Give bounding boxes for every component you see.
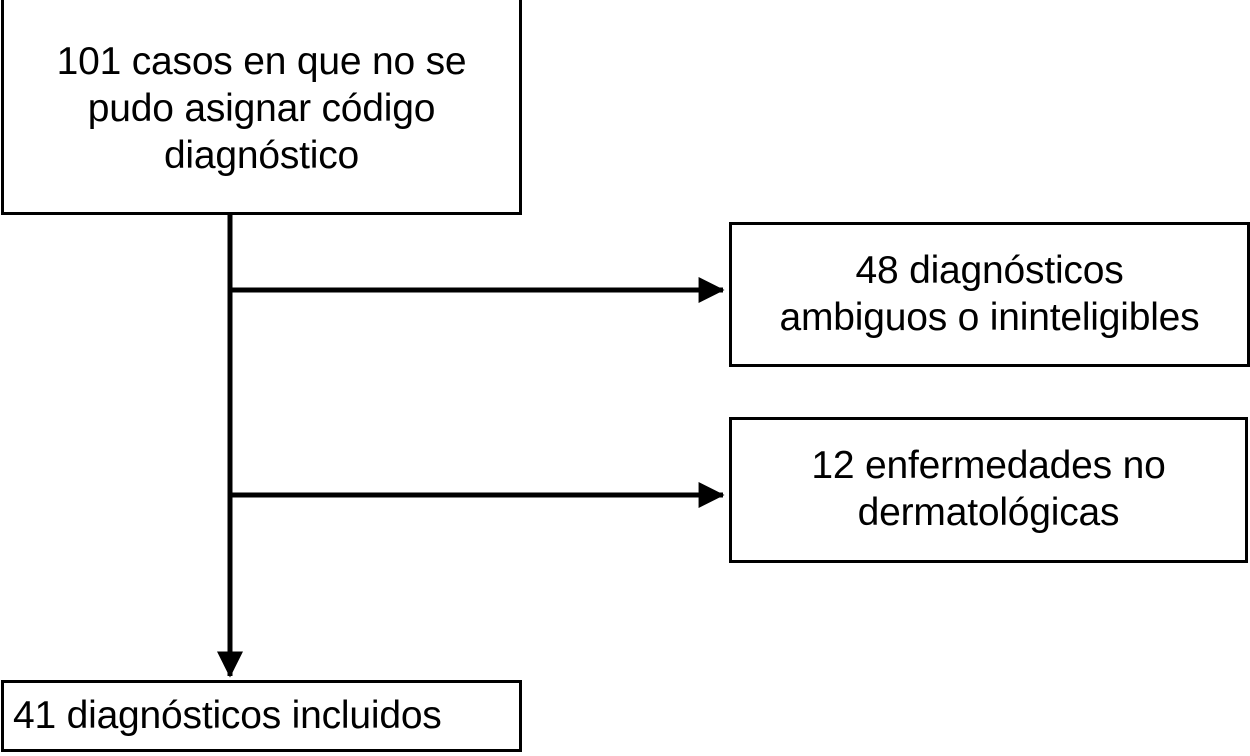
node-excluded-nondermatological-label: 12 enfermedades no dermatológicas: [811, 444, 1166, 534]
node-excluded-ambiguous: 48 diagnósticos ambiguos o ininteligible…: [729, 222, 1250, 367]
node-excluded-nondermatological: 12 enfermedades no dermatológicas: [729, 417, 1248, 563]
node-included-diagnoses-label: 41 diagnósticos incluidos: [13, 693, 442, 737]
node-included-diagnoses: 41 diagnósticos incluidos: [1, 680, 522, 752]
node-source-cases: 101 casos en que no se pudo asignar códi…: [1, 0, 522, 215]
node-excluded-ambiguous-label: 48 diagnósticos ambiguos o ininteligible…: [779, 248, 1200, 339]
node-source-cases-label: 101 casos en que no se pudo asignar códi…: [56, 40, 467, 177]
